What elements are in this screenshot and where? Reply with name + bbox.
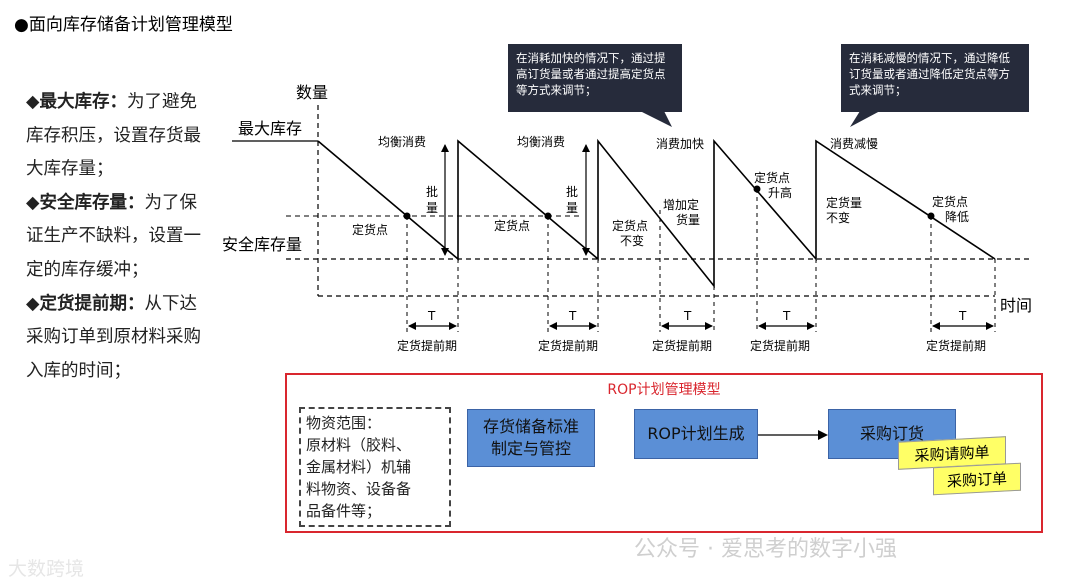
safety-stock-label: 安全库存量 [222, 235, 302, 254]
reorder-unchanged-label: 定货点 [612, 218, 648, 233]
period-label: T [568, 309, 577, 323]
reorder-lowered-label: 降低 [945, 210, 969, 224]
batch-label: 量 [566, 201, 578, 215]
period-label: T [958, 309, 967, 323]
page-title: ●面向库存储备计划管理模型 [14, 15, 233, 35]
y-axis-label: 数量 [296, 83, 328, 102]
batch-label: 批 [566, 184, 578, 199]
callout-pointer [640, 111, 672, 127]
callout-slower-consumption: 在消耗减慢的情况下，通过降低订货量或者通过降低定货点等方式来调节； [841, 44, 1029, 112]
inventory-diagram: 数量 时间 最大库存 安全库存量 均衡消费 均衡消费 消费加快 消费减慢 批 量… [222, 83, 1032, 353]
inventory-curve [317, 138, 996, 289]
reorder-raised-label: 升高 [768, 185, 792, 200]
definition-max-stock: ◆最大库存：为了避免库存积压，设置存货最大库存量； [26, 92, 201, 180]
phase-label: 均衡消费 [378, 135, 426, 149]
reorder-point-label: 定货点 [494, 218, 530, 233]
callout-faster-consumption: 在消耗加快的情况下，通过提高订货量或者通过提高定货点等方式来调节； [508, 44, 682, 112]
lead-time-label: 定货提前期 [538, 338, 598, 353]
rop-title: ROP计划管理模型 [607, 382, 721, 398]
definition-safety-stock: ◆安全库存量：为了保证生产不缺料，设置一定的库存缓冲； [26, 192, 201, 280]
qty-unchanged-label: 定货量 [826, 195, 862, 210]
lead-time-label: 定货提前期 [926, 338, 986, 353]
lead-time-label: 定货提前期 [652, 338, 712, 353]
phase-label: 消费加快 [656, 137, 704, 151]
flow-arrow [758, 430, 828, 440]
phase-label: 均衡消费 [517, 135, 565, 149]
callout-pointer [850, 111, 880, 127]
purchase-order-note: 采购订单 [933, 462, 1021, 496]
increase-qty-label: 增加定 [663, 197, 699, 212]
increase-qty-label: 货量 [676, 212, 700, 227]
phase-label: 消费减慢 [830, 137, 878, 151]
definition-lead-time: ◆定货提前期：从下达采购订单到原材料采购入库的时间； [26, 293, 201, 381]
period-label: T [782, 309, 791, 323]
x-axis-label: 时间 [1000, 296, 1032, 315]
reorder-lowered-label: 定货点 [932, 194, 968, 209]
batch-label: 量 [426, 201, 438, 215]
watermark: 公众号 · 爱思考的数字小强 [634, 537, 897, 562]
period-label: T [427, 309, 436, 323]
max-stock-label: 最大库存 [238, 119, 302, 138]
material-scope-box: 物资范围： 原材料（胶料、 金属材料）机辅 料物资、设备备 品备件等； [299, 407, 451, 527]
inventory-standard-box: 存货储备标准制定与管控 [467, 409, 595, 467]
qty-unchanged-label: 不变 [826, 210, 850, 225]
reorder-point-label: 定货点 [352, 222, 388, 237]
reorder-unchanged-label: 不变 [620, 233, 644, 248]
reorder-raised-label: 定货点 [754, 170, 790, 185]
definitions-panel: ◆最大库存：为了避免库存积压，设置存货最大库存量； ◆安全库存量：为了保证生产不… [26, 86, 201, 388]
lead-time-label: 定货提前期 [750, 338, 810, 353]
rop-plan-box: ROP计划生成 [634, 409, 758, 459]
batch-label: 批 [426, 184, 438, 199]
rop-model-box: ROP计划管理模型 物资范围： 原材料（胶料、 金属材料）机辅 料物资、设备备 … [285, 373, 1043, 533]
lead-time-label: 定货提前期 [397, 338, 457, 353]
logo-watermark: 大数跨境 [8, 558, 85, 580]
period-label: T [683, 309, 692, 323]
